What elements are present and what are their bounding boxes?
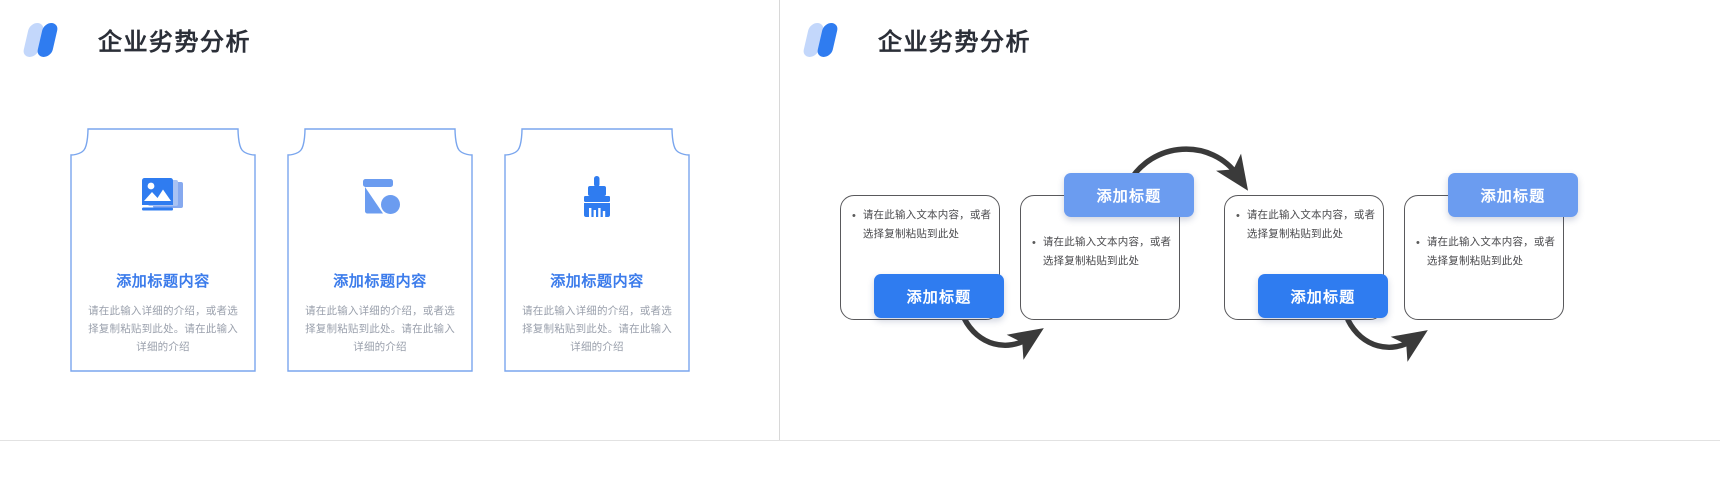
flow-arrows [961, 146, 1428, 362]
flow-textbox-4-content: • 请在此输入文本内容，或者选择复制粘贴到此处 [1416, 233, 1556, 272]
slide-2-title: 企业劣势分析 [878, 29, 1031, 56]
process-flow-diagram: • 请在此输入文本内容，或者选择复制粘贴到此处 添加标题 • 请在此输入文本内容… [840, 120, 1710, 380]
flow-textbox-2-content: • 请在此输入文本内容，或者选择复制粘贴到此处 [1032, 233, 1172, 272]
card-2-title: 添加标题内容 [333, 273, 427, 290]
bullet-icon: • [1416, 237, 1420, 249]
card-3-frame [504, 128, 690, 372]
flow-textbox-3-text: 请在此输入文本内容，或者选择复制粘贴到此处 [1246, 209, 1376, 241]
arrow-step3-to-step4 [1345, 317, 1428, 362]
slide-1-header: 企业劣势分析 [22, 22, 251, 57]
image-stack-icon [140, 168, 186, 226]
flow-textbox-1-text: 请在此输入文本内容，或者选择复制粘贴到此处 [862, 209, 992, 241]
flow-textbox-1-content: • 请在此输入文本内容，或者选择复制粘贴到此处 [852, 206, 992, 245]
arrow-step1-to-step2 [961, 315, 1044, 360]
slide-2-header: 企业劣势分析 [802, 22, 1031, 57]
feature-card-1[interactable]: 添加标题内容 请在此输入详细的介绍，或者选择复制粘贴到此处。请在此输入详细的介绍 [70, 128, 256, 372]
card-2-frame [287, 128, 473, 372]
flow-textbox-4-text: 请在此输入文本内容，或者选择复制粘贴到此处 [1426, 236, 1556, 268]
feature-cards-row: 添加标题内容 请在此输入详细的介绍，或者选择复制粘贴到此处。请在此输入详细的介绍 [70, 128, 690, 372]
bullet-icon: • [852, 210, 856, 222]
flow-badge-1[interactable]: 添加标题 [874, 274, 1004, 318]
arrow-step2-to-step3 [1125, 146, 1249, 191]
slide-1-title: 企业劣势分析 [98, 29, 251, 56]
card-3-description: 请在此输入详细的介绍，或者选择复制粘贴到此处。请在此输入详细的介绍 [522, 305, 672, 354]
double-slash-logo-icon [802, 22, 848, 57]
flow-badge-4[interactable]: 添加标题 [1448, 173, 1578, 217]
flow-textbox-3-content: • 请在此输入文本内容，或者选择复制粘贴到此处 [1236, 206, 1376, 245]
card-1-description: 请在此输入详细的介绍，或者选择复制粘贴到此处。请在此输入详细的介绍 [88, 305, 238, 354]
slide-1[interactable]: 企业劣势分析 [0, 0, 779, 440]
flow-textbox-2-text: 请在此输入文本内容，或者选择复制粘贴到此处 [1042, 236, 1172, 268]
slide-2[interactable]: 企业劣势分析 • 请在此输入文本内容， [780, 0, 1720, 440]
feature-card-3[interactable]: 添加标题内容 请在此输入详细的介绍，或者选择复制粘贴到此处。请在此输入详细的介绍 [504, 128, 690, 372]
card-1-frame [70, 128, 256, 372]
paint-brush-icon [579, 168, 615, 226]
shape-triangle-circle-icon [357, 168, 403, 226]
flow-badge-2[interactable]: 添加标题 [1064, 173, 1194, 217]
slide-divider [779, 0, 780, 440]
card-3-title: 添加标题内容 [550, 273, 644, 290]
card-1-title: 添加标题内容 [116, 273, 210, 290]
bottom-rule [0, 440, 1720, 441]
flow-badge-3[interactable]: 添加标题 [1258, 274, 1388, 318]
bullet-icon: • [1236, 210, 1240, 222]
feature-card-2[interactable]: 添加标题内容 请在此输入详细的介绍，或者选择复制粘贴到此处。请在此输入详细的介绍 [287, 128, 473, 372]
card-2-description: 请在此输入详细的介绍，或者选择复制粘贴到此处。请在此输入详细的介绍 [305, 305, 455, 354]
bullet-icon: • [1032, 237, 1036, 249]
double-slash-logo-icon [22, 22, 68, 57]
